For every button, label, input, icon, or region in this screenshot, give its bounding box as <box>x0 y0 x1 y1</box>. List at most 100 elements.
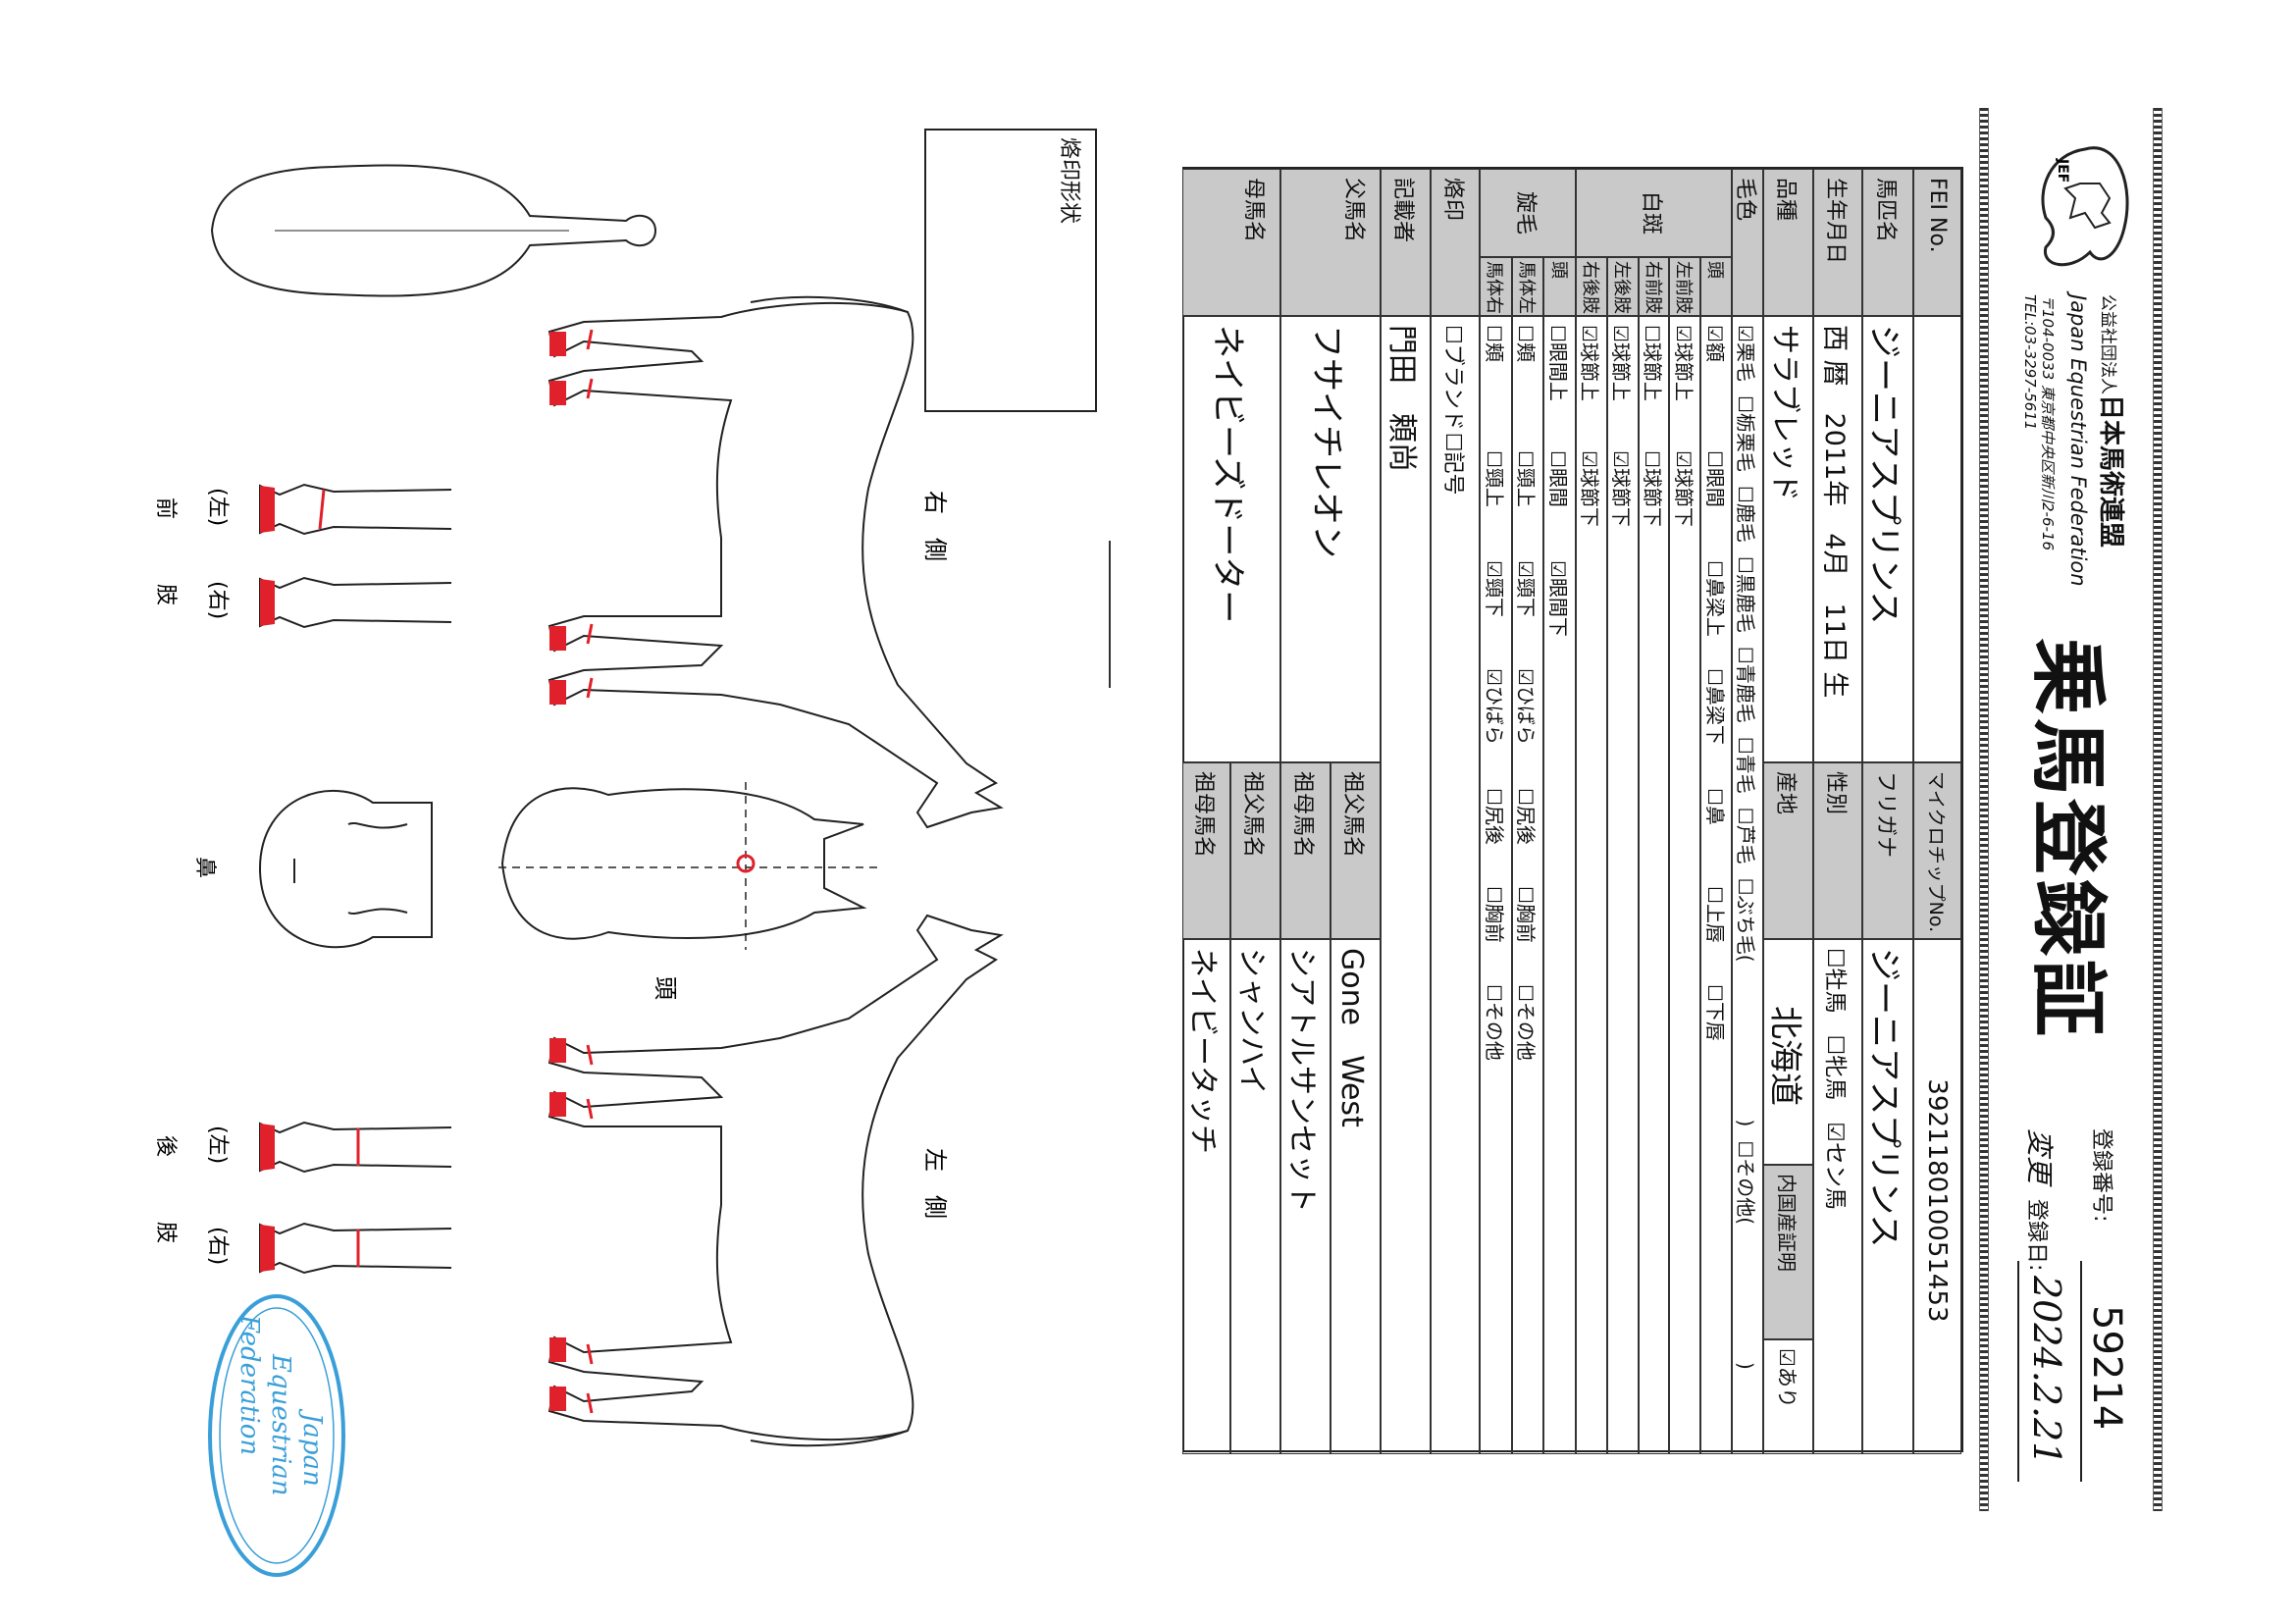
checkbox-option[interactable]: ☐鹿毛 <box>1734 486 1762 543</box>
checkbox-option[interactable]: ☑球節下 <box>1671 450 1699 560</box>
checkbox-unchecked-icon[interactable]: ☐ <box>1702 560 1727 578</box>
checkbox-option[interactable]: ☐その他 <box>1513 984 1541 1453</box>
checkbox-option[interactable]: ☐眼間 <box>1702 450 1731 560</box>
checkbox-unchecked-icon[interactable]: ☐ <box>1514 788 1539 806</box>
checkbox-unchecked-icon[interactable]: ☐ <box>1641 325 1665 342</box>
checkbox-checked-icon[interactable]: ☑ <box>1702 325 1727 342</box>
checkbox-option[interactable]: ☐ぶち毛( ) <box>1734 878 1762 1127</box>
checkbox-option[interactable]: ☐尻後 <box>1513 788 1541 886</box>
checkbox-checked-icon[interactable]: ☑ <box>1578 325 1602 342</box>
checkbox-unchecked-icon[interactable]: ☐ <box>1822 1034 1848 1056</box>
checkbox-option[interactable]: ☑球節上 <box>1671 325 1699 450</box>
checkbox-unchecked-icon[interactable]: ☐ <box>1734 1140 1758 1159</box>
checkbox-option[interactable]: ☐胸前 <box>1482 886 1510 984</box>
checkbox-unchecked-icon[interactable]: ☐ <box>1734 736 1758 755</box>
checkbox-option[interactable]: ☐栃栗毛 <box>1734 395 1762 472</box>
checkbox-unchecked-icon[interactable]: ☐ <box>1514 325 1539 342</box>
checkbox-unchecked-icon[interactable]: ☐ <box>1702 450 1727 468</box>
front-right-mark: (右) <box>205 581 230 619</box>
checkbox-unchecked-icon[interactable]: ☐ <box>1440 432 1465 452</box>
checkbox-checked-icon[interactable]: ☑ <box>1671 325 1696 342</box>
checkbox-option[interactable]: ☐上唇 <box>1702 886 1731 984</box>
checkbox-unchecked-icon[interactable]: ☐ <box>1482 886 1506 904</box>
checkbox-option[interactable]: ☐眼間 <box>1545 450 1574 560</box>
checkbox-option[interactable]: ☐球節下 <box>1640 450 1668 560</box>
checkbox-option[interactable]: ☑あり <box>1774 1348 1803 1408</box>
checkbox-option[interactable]: ☑栗毛 <box>1734 325 1762 382</box>
checkbox-unchecked-icon[interactable]: ☐ <box>1514 450 1539 468</box>
left-side-label: 左 側 <box>921 1148 949 1219</box>
checkbox-unchecked-icon[interactable]: ☐ <box>1482 325 1506 342</box>
checkbox-unchecked-icon[interactable]: ☐ <box>1702 788 1727 806</box>
checkbox-checked-icon[interactable]: ☑ <box>1775 1348 1800 1367</box>
checkbox-option[interactable]: ☑頸下 <box>1513 560 1541 668</box>
checkbox-unchecked-icon[interactable]: ☐ <box>1734 555 1758 574</box>
checkbox-option[interactable]: ☐胸前 <box>1513 886 1541 984</box>
checkbox-checked-icon[interactable]: ☑ <box>1546 560 1571 578</box>
checkbox-option[interactable]: ☑球節上 <box>1577 325 1605 450</box>
checkbox-option[interactable]: ☑眼間下 <box>1545 560 1574 668</box>
sub-row-label: 右前肢 <box>1638 257 1670 316</box>
origin-value: 北海道 <box>1763 939 1813 1165</box>
checkbox-option[interactable]: ☐ブランド <box>1439 325 1471 431</box>
checkbox-unchecked-icon[interactable]: ☐ <box>1482 984 1506 1002</box>
checkbox-option[interactable]: ☑額 <box>1702 325 1731 450</box>
checkbox-option[interactable]: ☐その他( ) <box>1734 1140 1762 1370</box>
checkbox-unchecked-icon[interactable]: ☐ <box>1514 984 1539 1002</box>
checkbox-option[interactable]: ☐牡馬 <box>1821 948 1854 1014</box>
checkbox-option[interactable]: ☐頸上 <box>1513 450 1541 560</box>
checkbox-option[interactable]: ☐鼻梁下 <box>1702 668 1731 788</box>
checkbox-option[interactable]: ☐球節上 <box>1640 325 1668 450</box>
checkbox-option[interactable]: ☐牝馬 <box>1821 1035 1854 1101</box>
checkbox-checked-icon[interactable]: ☑ <box>1671 450 1696 468</box>
checkbox-checked-icon[interactable]: ☑ <box>1514 668 1539 686</box>
checkbox-checked-icon[interactable]: ☑ <box>1822 1122 1848 1142</box>
checkbox-checked-icon[interactable]: ☑ <box>1609 450 1634 468</box>
checkbox-unchecked-icon[interactable]: ☐ <box>1734 485 1758 503</box>
checkbox-option[interactable]: ☐下唇 <box>1702 984 1731 1453</box>
name-value: ジーニアスプリンス <box>1862 316 1913 762</box>
checkbox-unchecked-icon[interactable]: ☐ <box>1734 807 1758 825</box>
checkbox-option[interactable]: ☐青鹿毛 <box>1734 647 1762 723</box>
checkbox-unchecked-icon[interactable]: ☐ <box>1734 394 1758 413</box>
checkbox-option[interactable]: ☐尻後 <box>1482 788 1510 886</box>
checkbox-checked-icon[interactable]: ☑ <box>1482 560 1506 578</box>
checkbox-unchecked-icon[interactable]: ☐ <box>1702 886 1727 904</box>
checkbox-unchecked-icon[interactable]: ☐ <box>1734 877 1758 896</box>
checkbox-option[interactable]: ☐青毛 <box>1734 737 1762 794</box>
checkbox-unchecked-icon[interactable]: ☐ <box>1734 646 1758 664</box>
checkbox-checked-icon[interactable]: ☑ <box>1482 668 1506 686</box>
checkbox-checked-icon[interactable]: ☑ <box>1514 560 1539 578</box>
checkbox-option[interactable]: ☐記号 <box>1439 433 1471 496</box>
checkbox-option[interactable]: ☑セン馬 <box>1821 1122 1854 1210</box>
checkbox-option[interactable]: ☐黒鹿毛 <box>1734 556 1762 633</box>
checkbox-option[interactable]: ☑球節上 <box>1608 325 1637 450</box>
checkbox-checked-icon[interactable]: ☑ <box>1609 325 1634 342</box>
checkbox-option[interactable]: ☑球節下 <box>1608 450 1637 560</box>
checkbox-option[interactable]: ☑頸下 <box>1482 560 1510 668</box>
checkbox-option[interactable]: ☐眼間上 <box>1545 325 1574 450</box>
checkbox-option[interactable]: ☑ひばら <box>1482 668 1510 788</box>
checkbox-option[interactable]: ☐頬 <box>1513 325 1541 450</box>
checkbox-option[interactable]: ☐その他 <box>1482 984 1510 1453</box>
checkbox-checked-icon[interactable]: ☑ <box>1734 325 1758 342</box>
checkbox-unchecked-icon[interactable]: ☐ <box>1482 788 1506 806</box>
checkbox-option[interactable]: ☐鼻 <box>1702 788 1731 886</box>
checkbox-unchecked-icon[interactable]: ☐ <box>1482 450 1506 468</box>
checkbox-option[interactable]: ☑ひばら <box>1513 668 1541 788</box>
checkbox-unchecked-icon[interactable]: ☐ <box>1702 668 1727 686</box>
checkbox-option[interactable]: ☐芦毛 <box>1734 808 1762 864</box>
checkbox-label: セン馬 <box>1822 1141 1848 1210</box>
checkbox-option[interactable]: ☑球節下 <box>1577 450 1605 560</box>
checkbox-option[interactable]: ☐鼻梁上 <box>1702 560 1731 668</box>
checkbox-unchecked-icon[interactable]: ☐ <box>1822 948 1848 969</box>
checkbox-option[interactable]: ☐頸上 <box>1482 450 1510 560</box>
checkbox-unchecked-icon[interactable]: ☐ <box>1440 325 1465 344</box>
checkbox-unchecked-icon[interactable]: ☐ <box>1546 325 1571 342</box>
checkbox-unchecked-icon[interactable]: ☐ <box>1546 450 1571 468</box>
checkbox-checked-icon[interactable]: ☑ <box>1578 450 1602 468</box>
checkbox-unchecked-icon[interactable]: ☐ <box>1514 886 1539 904</box>
checkbox-unchecked-icon[interactable]: ☐ <box>1641 450 1665 468</box>
checkbox-unchecked-icon[interactable]: ☐ <box>1702 984 1727 1002</box>
checkbox-option[interactable]: ☐頬 <box>1482 325 1510 450</box>
